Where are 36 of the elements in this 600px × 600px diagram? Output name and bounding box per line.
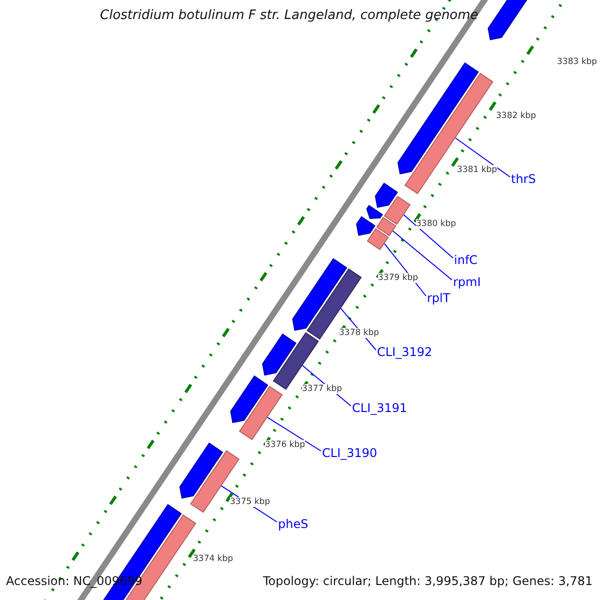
gene-label: infC	[454, 253, 478, 267]
gene-label: rpmI	[453, 275, 481, 289]
gene-bar	[306, 268, 362, 340]
title: Clostridium botulinum F str. Langeland, complete genome	[100, 9, 478, 23]
gene-label: thrS	[511, 172, 536, 186]
gene-glyph	[230, 375, 268, 424]
leader-line	[267, 416, 322, 452]
tick-label: 3379 kbp	[378, 273, 418, 283]
gene-glyph	[356, 216, 376, 236]
gene-glyph	[366, 204, 383, 220]
gene-label: CLI_3192	[377, 345, 432, 359]
tick-label: 3380 kbp	[416, 219, 456, 229]
gene-bar	[366, 228, 389, 250]
leader-line	[392, 230, 452, 280]
gene-bar	[376, 216, 396, 236]
gene-bar	[384, 196, 411, 225]
tick-label: 3376 kbp	[265, 440, 306, 450]
tick-label: 3383 kbp	[557, 57, 598, 67]
genome-info: Topology: circular; Length: 3,995,387 bp; Genes: 3,781	[263, 574, 593, 588]
tick-label: 3382 kbp	[496, 111, 536, 121]
tick-label: 3378 kbp	[339, 328, 380, 338]
gene-label: CLI_3190	[322, 446, 378, 460]
tick-label: 3375 kbp	[230, 497, 270, 507]
gene-glyph	[374, 182, 398, 208]
gene-glyph	[179, 442, 224, 499]
leader-line	[403, 214, 454, 258]
leader-line	[455, 137, 510, 178]
tick-label: 3377 kbp	[302, 384, 342, 394]
gene-label: CLI_3191	[352, 401, 408, 415]
gene-label: pheS	[278, 517, 308, 531]
gene-label: rplT	[427, 291, 450, 305]
gene-bar	[238, 386, 283, 440]
tick-label: 3381 kbp	[457, 165, 498, 175]
tick-label: 3374 kbp	[193, 554, 234, 564]
gene-glyph	[262, 334, 296, 376]
gene-glyph	[397, 62, 479, 174]
